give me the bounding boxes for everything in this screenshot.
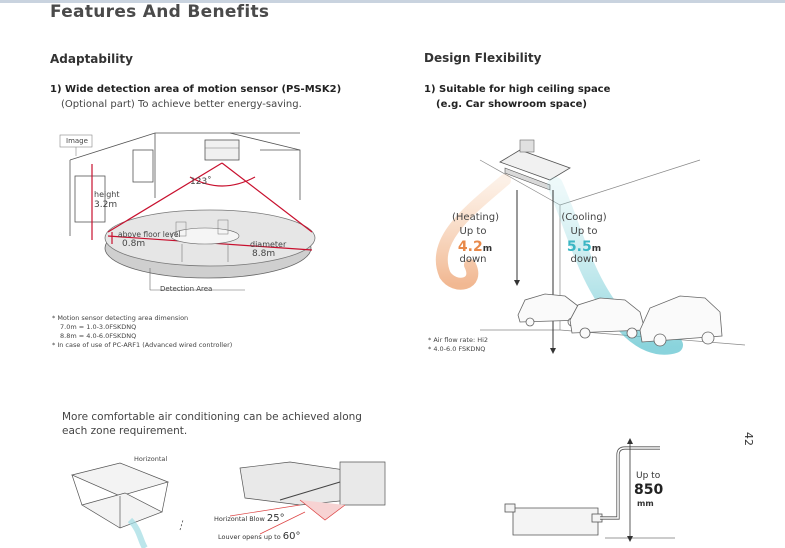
heating-value: 4.2m [454,236,496,255]
showroom-subheading: (e.g. Car showroom space) [436,99,587,110]
motion-sensor-heading: 1) Wide detection area of motion sensor … [50,84,342,95]
heating-up-to: Up to [459,226,487,237]
floor-label: above floor level [118,230,181,239]
design-flexibility-heading: Design Flexibility [424,51,542,65]
pump-unit: mm [637,499,654,508]
angle-label: 123˚ [190,177,212,187]
cooling-number: 5.5 [566,239,592,255]
detection-area-label: Detection Area [160,285,213,293]
heating-number: 4.2 [457,239,483,255]
diameter-value: 8.8m [252,249,276,259]
cooling-down: down [570,254,598,265]
cooling-label: (Cooling) [561,212,607,223]
blow-value: 25° [266,513,285,524]
zone-text-line2: each zone requirement. [62,425,188,437]
diameter-label: diameter [250,240,287,249]
heating-label: (Heating) [452,212,499,223]
motion-note-2: 7.0m = 1.0-3.0FSKDNQ [60,323,137,331]
height-label: height [94,190,120,199]
motion-note-3: 8.8m = 4.0-6.0FSKDNQ [60,332,137,340]
pump-value: 850 [634,482,664,498]
louver-label: Louver opens up to [218,533,281,541]
zone-text-line1: More comfortable air conditioning can be… [62,411,362,423]
heating-unit: m [482,244,493,254]
floor-value: 0.8m [122,239,146,249]
page-number: 42 [742,432,755,446]
pump-up-to: Up to [636,471,661,481]
heating-down: down [459,254,487,265]
height-value: 3.2m [94,200,118,210]
airflow-note-1: * Air flow rate: Hi2 [428,336,489,344]
cooling-up-to: Up to [570,226,598,237]
top-rule [0,0,785,3]
blow-label: Horizontal Blow [214,515,265,523]
page-title: Features And Benefits [50,2,270,22]
high-ceiling-heading: 1) Suitable for high ceiling space [424,84,611,95]
cooling-value: 5.5m [561,236,607,255]
motion-sensor-subtext: (Optional part) To achieve better energy… [61,99,302,110]
horizontal-blow: Horizontal Blow 25° [214,513,285,524]
airflow-note-2: * 4.0-6.0 FSKDNQ [428,345,486,353]
motion-note-1: * Motion sensor detecting area dimension [52,314,189,322]
horizontal-label: Horizontal [134,455,168,463]
louver-opens: Louver opens up to 60° [218,531,301,542]
cooling-unit: m [591,244,602,254]
image-tag: Image [66,137,88,145]
motion-note-4: * In case of use of PC-ARF1 (Advanced wi… [52,341,233,349]
adaptability-heading: Adaptability [50,52,133,66]
louver-value: 60° [282,531,301,542]
